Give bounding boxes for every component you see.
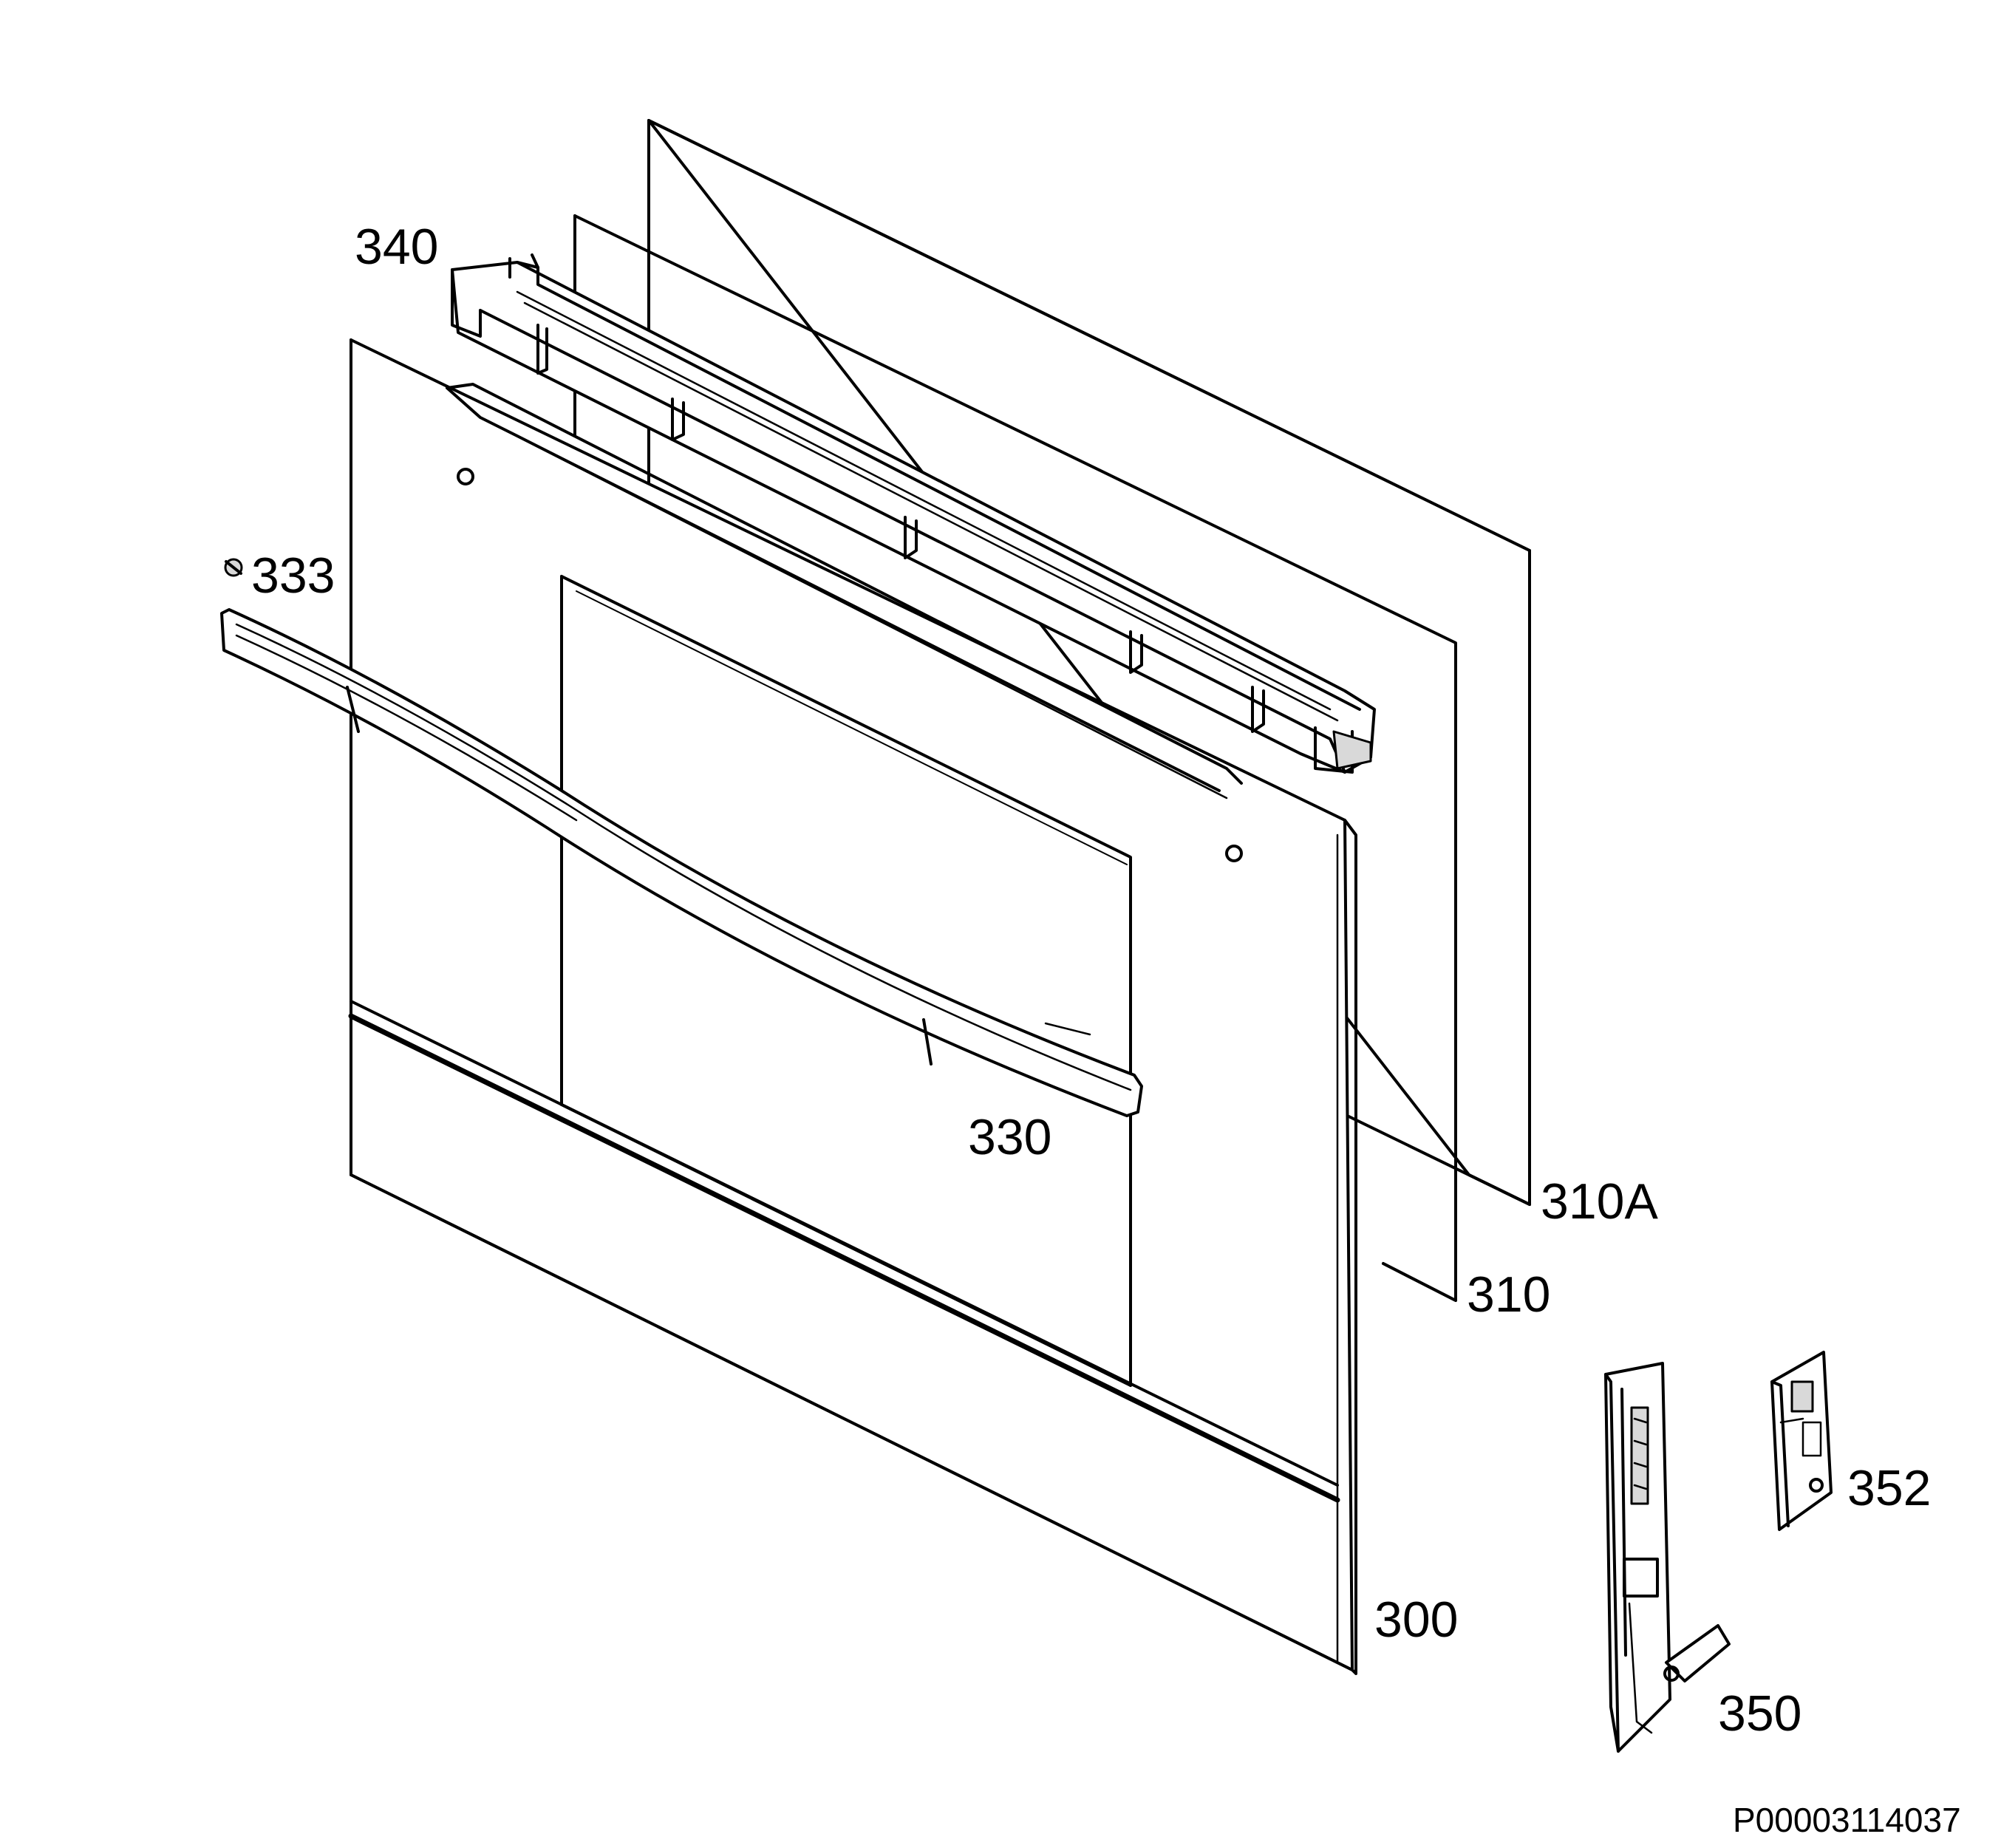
hinge-receiver-352 [1770,1351,1833,1531]
part-label-310: 310 [1467,1266,1551,1323]
hinge-350 [1604,1362,1731,1753]
part-label-310A: 310A [1541,1173,1658,1230]
leader-lines [1382,1173,1531,1302]
part-label-300: 300 [1374,1592,1459,1648]
top-profile-340 [451,253,1376,774]
drawing-code: P00003114037 [1733,1801,1961,1839]
part-label-340: 340 [355,219,439,275]
part-label-333: 333 [251,548,335,604]
part-label-352: 352 [1847,1460,1932,1516]
screw-333 [224,558,243,577]
part-label-330: 330 [968,1109,1052,1165]
handle-330 [220,608,1143,1117]
part-label-350: 350 [1718,1685,1802,1742]
outer-door-panel-300 [348,338,1357,1675]
